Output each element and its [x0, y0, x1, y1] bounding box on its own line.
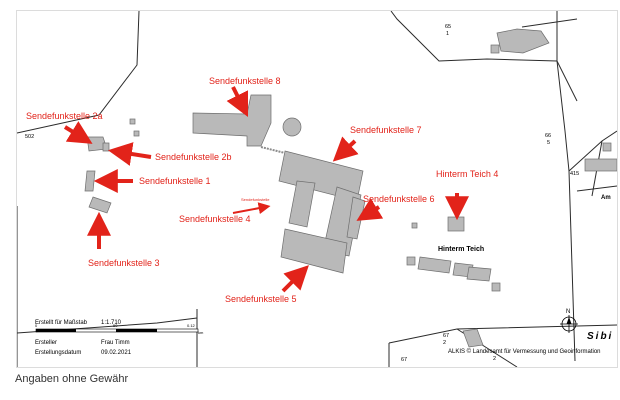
parcel-65: 65: [445, 24, 451, 30]
building-1: [84, 170, 96, 192]
building-right-edge: [584, 158, 617, 172]
arrows: [63, 86, 469, 293]
building-top-right: [496, 28, 550, 54]
label-3: Sendefunkstelle 3: [88, 258, 160, 268]
shed: [411, 222, 418, 229]
parcel-67: 67: [443, 333, 449, 339]
parcel-66: 66: [545, 133, 551, 139]
label-1: Sendefunkstelle 1: [139, 176, 211, 186]
corner-text: Sibi: [587, 331, 613, 342]
arrow-8: [226, 86, 249, 118]
place-name: Hinterm Teich: [438, 246, 484, 253]
label-2a: Sendefunkstelle 2a: [26, 111, 103, 121]
shed: [490, 44, 500, 54]
building-2b: [102, 142, 110, 152]
scale-unit: km: [198, 330, 204, 335]
caption: Angaben ohne Gewähr: [15, 373, 129, 385]
parcel-65-sub: 1: [446, 31, 449, 37]
shed: [129, 118, 136, 125]
building-center-left: [288, 180, 316, 228]
building-ht4: [447, 216, 465, 232]
label-2b: Sendefunkstelle 2b: [155, 152, 232, 162]
scale-ratio: 1:1.710: [101, 320, 122, 326]
street-fragment: Am: [601, 195, 611, 201]
parcel-415: 415: [570, 171, 579, 177]
label-ht4: Hinterm Teich 4: [436, 169, 498, 179]
building-bottom-right: [462, 328, 484, 348]
north-label: N: [566, 309, 570, 315]
row-building: [417, 256, 452, 274]
label-5: Sendefunkstelle 5: [225, 294, 297, 304]
date-value: 09.02.2021: [101, 350, 132, 356]
building-center-right: [322, 186, 362, 257]
arrow-5: [281, 265, 309, 293]
shed: [602, 142, 612, 152]
scale-tick-1: 50: [113, 323, 118, 328]
north-arrow-icon: N: [560, 309, 578, 333]
parcel-502: 502: [25, 134, 34, 140]
shed: [491, 282, 501, 292]
building-8: [192, 94, 272, 147]
parcel-2: 2: [493, 356, 496, 362]
parcel-67-sub: 2: [443, 340, 446, 346]
scale-block: Erstellt für Maßstab 1:1.710 0 50 0.12 k…: [35, 320, 204, 356]
arrow-2b: [107, 142, 152, 166]
building-3: [88, 196, 112, 214]
label-7: Sendefunkstelle 7: [350, 125, 422, 135]
tiny-label: Sendefunkstelle: [241, 197, 270, 202]
scale-bar: [35, 328, 199, 333]
map-frame: Sendefunkstelle 2a Sendefunkstelle 2b Se…: [16, 10, 618, 368]
shed: [406, 256, 416, 266]
scale-tick-0: 0: [35, 323, 38, 328]
label-6: Sendefunkstelle 6: [363, 194, 435, 204]
label-8: Sendefunkstelle 8: [209, 76, 281, 86]
round-tower: [282, 117, 302, 137]
building-5: [280, 228, 348, 274]
scale-title: Erstellt für Maßstab: [35, 320, 88, 326]
site-map: Sendefunkstelle 2a Sendefunkstelle 2b Se…: [17, 11, 617, 367]
scale-tick-2: 0.12: [187, 323, 196, 328]
shed: [133, 130, 140, 137]
arrow-7: [332, 136, 359, 162]
copyright-text: ALKIS © Landesamt für Vermessung und Geo…: [448, 348, 601, 355]
parcel-66-sub: 5: [547, 140, 550, 146]
arrow-6: [356, 198, 384, 221]
creator-label: Ersteller: [35, 340, 57, 346]
parcel-67-bottom: 67: [401, 357, 407, 363]
label-4: Sendefunkstelle 4: [179, 214, 251, 224]
creator-value: Frau Timm: [101, 340, 130, 346]
arrow-4: [232, 202, 271, 215]
row-building: [466, 266, 492, 282]
date-label: Erstellungsdatum: [35, 350, 81, 356]
arrow-2a: [63, 121, 93, 144]
buildings: [84, 28, 617, 348]
